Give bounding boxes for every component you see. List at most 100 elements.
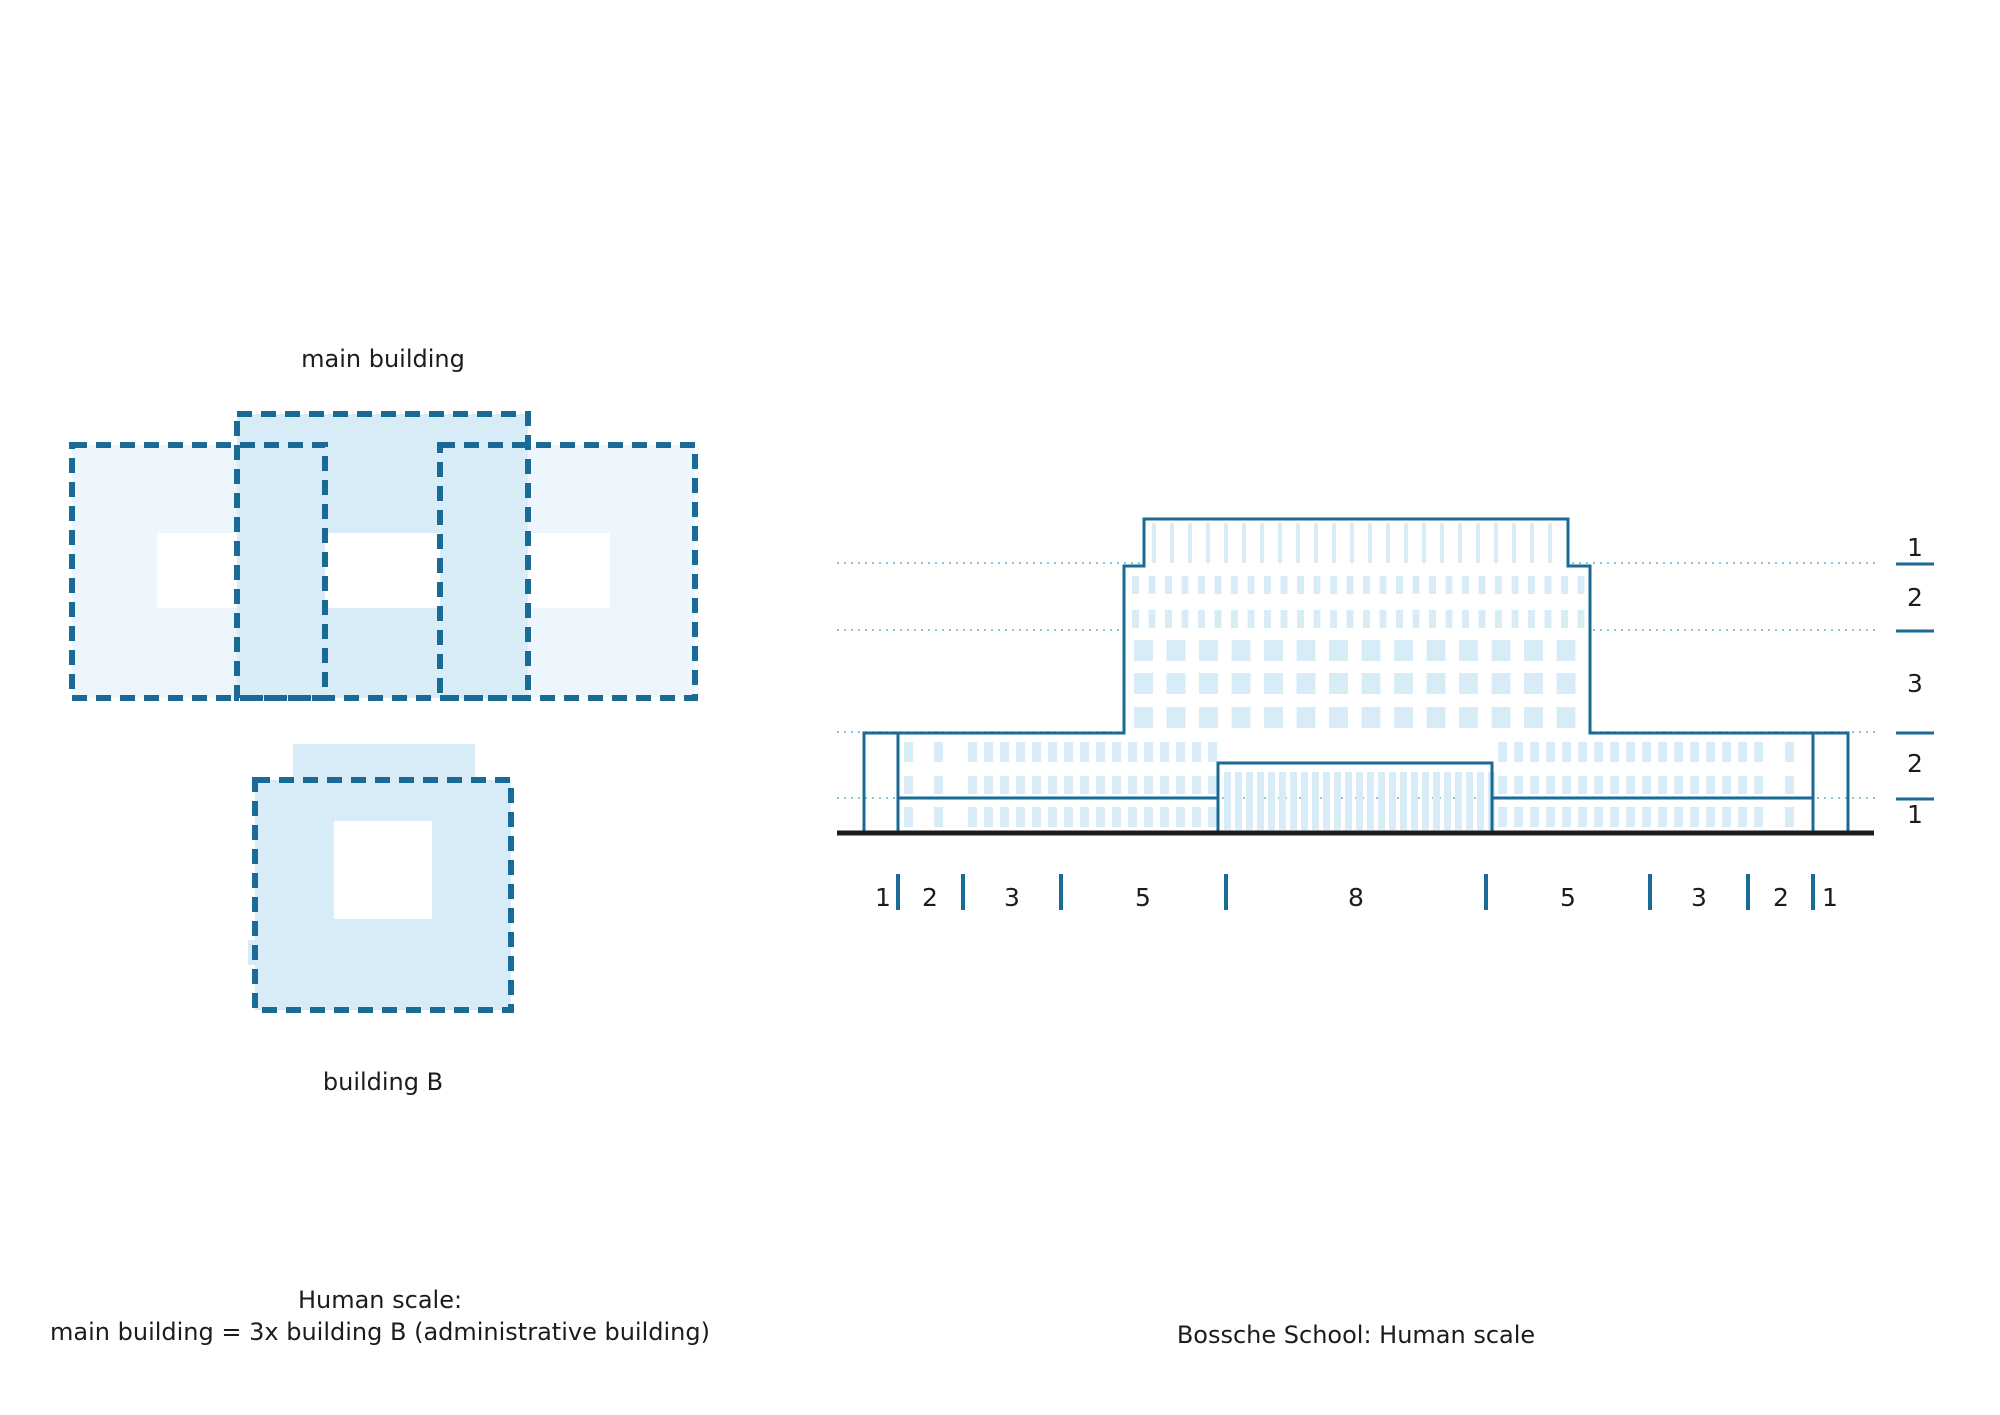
bay-label-3-left: 3	[1004, 883, 1020, 912]
facade-window	[1491, 673, 1511, 694]
facade-window	[1546, 742, 1555, 762]
facade-window	[1722, 742, 1731, 762]
facade-window	[1578, 776, 1587, 794]
facade-window	[1312, 772, 1319, 830]
facade-window	[1096, 776, 1105, 794]
facade-window	[1064, 742, 1073, 762]
facade-window	[1080, 807, 1089, 827]
facade-window	[1296, 707, 1316, 728]
facade-window	[1379, 576, 1387, 594]
facade-window	[934, 742, 943, 762]
facade-window	[1199, 673, 1218, 694]
facade-window	[1577, 610, 1585, 628]
facade-window	[1690, 742, 1699, 762]
facade-window	[1160, 742, 1169, 762]
building-b-annex	[293, 744, 475, 780]
facade-window	[1224, 523, 1228, 563]
facade-window	[1562, 807, 1571, 827]
facade-window	[1144, 776, 1153, 794]
facade-window	[1181, 610, 1189, 628]
facade-window	[1455, 772, 1462, 830]
facade-window	[1032, 776, 1041, 794]
facade-window	[1160, 776, 1169, 794]
facade-window	[1498, 742, 1507, 762]
facade-window	[1166, 707, 1186, 728]
facade-window	[1080, 742, 1089, 762]
elevation: 1 2 3 2 1 1 2 3 5 8 5 3 2 1	[837, 517, 1934, 912]
facade-window	[1433, 772, 1440, 830]
facade-window	[1264, 707, 1283, 728]
facade-window	[1530, 523, 1534, 563]
building-b-courtyard	[334, 821, 432, 919]
facade-window	[1268, 772, 1275, 830]
facade-window	[1466, 772, 1473, 830]
facade-window	[1064, 807, 1073, 827]
plan-outline-left	[69, 442, 328, 701]
facade-window	[1444, 772, 1451, 830]
facade-window	[1445, 576, 1453, 594]
facade-window	[1176, 807, 1185, 827]
facade-window	[1016, 776, 1025, 794]
facade-window	[1247, 610, 1255, 628]
facade-window	[1530, 742, 1539, 762]
facade-window	[1491, 640, 1511, 661]
courtyard-left	[157, 533, 237, 608]
facade-window	[1096, 807, 1105, 827]
facade-window	[1658, 776, 1667, 794]
facade-window	[1495, 576, 1502, 594]
facade-window	[1429, 610, 1436, 628]
facade-window	[1459, 673, 1478, 694]
facade-window	[1264, 640, 1283, 661]
facade-window	[984, 742, 993, 762]
facade-window	[1379, 610, 1387, 628]
facade-window	[1429, 576, 1436, 594]
facade-window	[1350, 523, 1354, 563]
facade-window	[1478, 610, 1486, 628]
facade-window	[1313, 576, 1321, 594]
facade-window	[1334, 772, 1341, 830]
facade-window	[1148, 610, 1156, 628]
facade-window	[1445, 610, 1453, 628]
facade-window	[1514, 742, 1523, 762]
facade-window	[1356, 772, 1363, 830]
floor-label-3: 3	[1907, 669, 1923, 698]
facade-window	[1134, 707, 1153, 728]
facade-window	[1264, 610, 1271, 628]
facade-window	[1412, 576, 1420, 594]
facade-window	[1578, 742, 1587, 762]
facade-window	[1128, 807, 1137, 827]
facade-window	[1132, 610, 1139, 628]
facade-window	[1458, 523, 1462, 563]
facade-window	[1578, 807, 1587, 827]
facade-window	[1016, 807, 1025, 827]
facade-window	[1459, 707, 1478, 728]
facade-window	[1198, 576, 1205, 594]
facade-window	[984, 807, 993, 827]
facade-window	[1166, 673, 1186, 694]
facade-window	[1754, 807, 1763, 827]
facade-window	[1176, 776, 1185, 794]
facade-window	[1132, 576, 1139, 594]
floor-label-1-bottom: 1	[1907, 800, 1923, 829]
facade-window	[1378, 772, 1385, 830]
facade-window	[1361, 640, 1381, 661]
facade-window	[1594, 807, 1603, 827]
facade-window	[1313, 610, 1321, 628]
facade-window	[1546, 807, 1555, 827]
facade-window	[1296, 673, 1316, 694]
facade-window	[1556, 707, 1576, 728]
facade-window	[1368, 523, 1372, 563]
facade-window	[1594, 776, 1603, 794]
facade-window	[1491, 707, 1511, 728]
facade-window	[1166, 640, 1186, 661]
facade-window	[1048, 776, 1057, 794]
facade-window	[1064, 776, 1073, 794]
facade-window	[1706, 776, 1715, 794]
facade-window	[1280, 576, 1288, 594]
facade-window	[1323, 772, 1330, 830]
facade-window	[1396, 576, 1403, 594]
facade-window	[1144, 742, 1153, 762]
facade-window	[1000, 807, 1009, 827]
facade-window	[1426, 707, 1446, 728]
